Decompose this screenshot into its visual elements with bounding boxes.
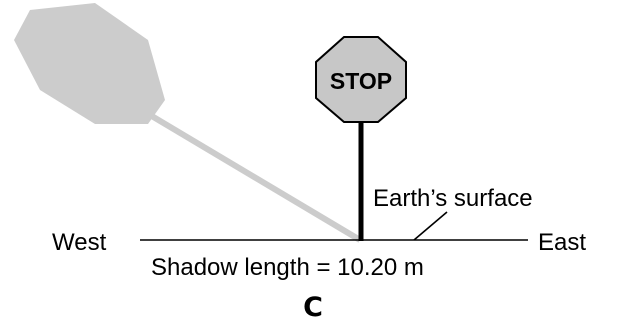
- shadow-length-label: Shadow length = 10.20 m: [151, 254, 424, 281]
- earth-surface-label: Earth’s surface: [373, 185, 533, 212]
- stop-sign-text: STOP: [330, 68, 392, 94]
- east-label: East: [538, 229, 586, 256]
- sign-shadow: [14, 3, 165, 124]
- west-label: West: [52, 229, 107, 256]
- surface-leader-line: [413, 211, 448, 241]
- panel-label: C: [303, 292, 323, 322]
- stop-sign: [315, 36, 407, 123]
- pole-shadow: [143, 109, 362, 243]
